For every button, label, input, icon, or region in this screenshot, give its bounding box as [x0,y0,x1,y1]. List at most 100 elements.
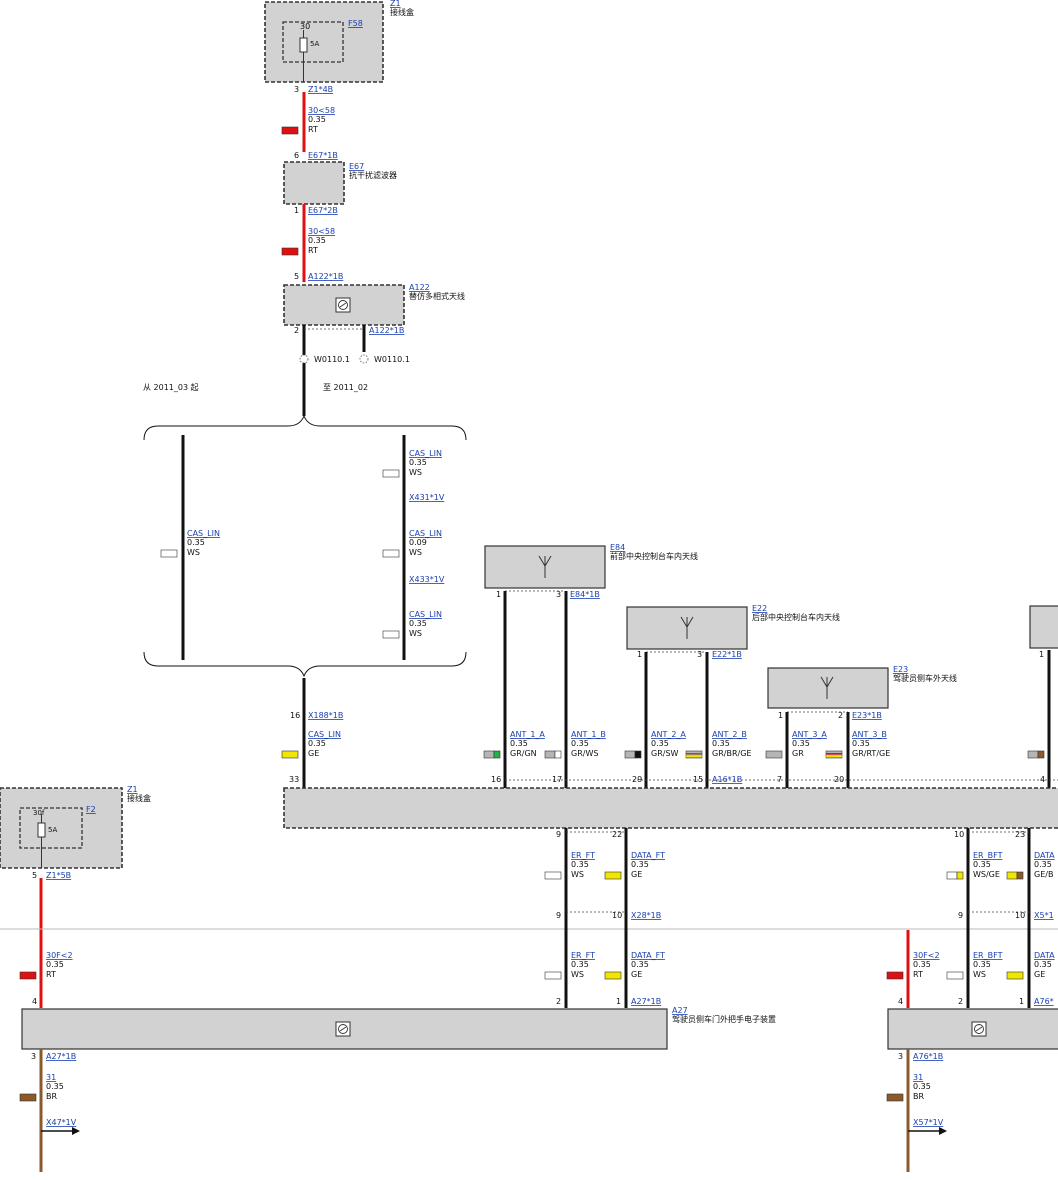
wire-color-swatch [281,126,299,135]
fuse-id-link[interactable]: F2 [86,805,96,814]
connector-link[interactable]: X188*1B [308,711,343,720]
wire-color: RT [46,970,56,979]
connector-link[interactable]: X57*1V [913,1118,944,1127]
connector-link[interactable]: A27*1B [631,997,661,1006]
component-id-link[interactable]: E22 [752,604,767,613]
connector-link[interactable]: E84*1B [570,590,600,599]
connector-link[interactable]: X5*1 [1034,911,1054,920]
wire-signal-link[interactable]: DATA_FT [631,851,665,860]
component-id-link[interactable]: E84 [610,543,625,552]
wire-color: GR/WS [571,749,598,758]
wire-signal-link[interactable]: DATA [1034,851,1055,860]
connector-link[interactable]: E67*2B [308,206,338,215]
component-id-link[interactable]: Z1 [127,785,138,794]
junction-box-z1-bottom: 30f 5A F2 Z1 接线盒 [0,785,151,869]
wire-signal-link[interactable]: 30<58 [308,227,335,236]
fuse-icon [299,37,308,53]
connector-link[interactable]: X28*1B [631,911,661,920]
wire-signal-link[interactable]: 30<58 [308,106,335,115]
wire-gauge: 0.35 [46,960,64,969]
wire-signal-link[interactable]: DATA [1034,951,1055,960]
pin-number: 9 [556,830,561,839]
wire-color-swatch [19,1093,37,1102]
wire-signal-link[interactable]: ANT_2_A [651,730,686,739]
component-id-link[interactable]: A122 [409,283,430,292]
pin-number: 10 [612,911,622,920]
wire-gauge: 0.35 [913,960,931,969]
pin-number: 20 [834,775,844,784]
wire-color: WS [571,870,584,879]
wire-signal-link[interactable]: 30F<2 [46,951,73,960]
module-symbol-icon [335,297,351,313]
component-id-link[interactable]: E67 [349,162,364,171]
component-name: 后部中央控制台车内天线 [752,612,840,622]
connector-link[interactable]: A27*1B [46,1052,76,1061]
antenna-icon [820,676,834,699]
connector-link[interactable]: A122*1B [369,326,404,335]
wire-signal-link[interactable]: ANT_1_B [571,730,606,739]
wire-gauge: 0.35 [1034,860,1052,869]
pin-number: 3 [697,650,702,659]
wire-signal-link[interactable]: ER_FT [571,951,595,960]
wire-signal-link[interactable]: ER_FT [571,851,595,860]
connector-link[interactable]: Z1*5B [46,871,71,880]
wire-signal-link[interactable]: CAS_LIN [409,610,442,619]
wire-signal-link[interactable]: CAS_LIN [409,529,442,538]
pin-number: 15 [693,775,703,784]
wire-signal-link[interactable]: ER_BFT [973,951,1003,960]
wire-signal-link[interactable]: ER_BFT [973,851,1003,860]
pin-number: 9 [958,911,963,920]
wire-signal-link[interactable]: CAS_LIN [187,529,220,538]
component-id-link[interactable]: A27 [672,1006,688,1015]
wire-gauge: 0.35 [571,860,589,869]
module-symbol-icon [971,1021,987,1037]
wire-color: RT [913,970,923,979]
connector-link[interactable]: A76*1B [913,1052,943,1061]
wire-signal-link[interactable]: DATA_FT [631,951,665,960]
wire-signal-link[interactable]: 31 [913,1073,923,1082]
filter-e67: E67 抗干扰滤波器 [283,161,397,205]
wire-30f-right: 30F<2 0.35 RT 4 [886,930,940,1008]
connector-link[interactable]: A122*1B [308,272,343,281]
wire-color-swatch [382,630,400,639]
wire-gauge: 0.35 [308,739,326,748]
connector-link[interactable]: X431*1V [409,493,445,502]
pin-number: 4 [898,997,903,1006]
connector-link[interactable]: A16*1B [712,775,742,784]
wire-signal-link[interactable]: ANT_3_A [792,730,827,739]
component-name: 抗干扰滤波器 [349,170,397,180]
variant-to-label: 至 2011_02 [323,383,368,392]
wire-signal-link[interactable]: 31 [46,1073,56,1082]
connector-link[interactable]: X433*1V [409,575,445,584]
wire-color: WS [187,548,200,557]
wire-signal-link[interactable]: ANT_3_B [852,730,887,739]
component-id-link[interactable]: Z1 [390,0,401,8]
fuse-id-link[interactable]: F58 [348,19,363,28]
wire-signal-link[interactable]: ANT_2_B [712,730,747,739]
connector-link[interactable]: E67*1B [308,151,338,160]
connector-link[interactable]: A76* [1034,997,1054,1006]
wire-color: GR/RT/GE [852,749,890,758]
pin-number: 9 [556,911,561,920]
wire-gauge: 0.35 [571,739,589,748]
wire-gauge: 0.35 [852,739,870,748]
wire-signal-link[interactable]: 30F<2 [913,951,940,960]
connector-link[interactable]: X47*1V [46,1118,77,1127]
component-id-link[interactable]: E23 [893,665,908,674]
wire-color: WS [409,548,422,557]
wire-signal-link[interactable]: CAS_LIN [409,449,442,458]
connector-link[interactable]: Z1*4B [308,85,333,94]
pin-number: 2 [838,711,843,720]
wire-gauge: 0.35 [651,739,669,748]
antenna-partial-right: 1 [1029,605,1058,659]
wire-gauge: 0.35 [308,236,326,245]
wire-signal-link[interactable]: CAS_LIN [308,730,341,739]
connector-link[interactable]: E23*1B [852,711,882,720]
fuse-rating: 5A [48,826,57,834]
wire-cas-lin-left: CAS_LIN 0.35 WS [160,435,220,660]
component-name: 驾驶员侧车门外把手电子装置 [672,1014,776,1024]
connector-link[interactable]: E22*1B [712,650,742,659]
wire-30-58-a: 3 Z1*4B 30<58 0.35 RT 6 E67*1B [281,85,338,160]
wire-signal-link[interactable]: ANT_1_A [510,730,545,739]
component-name: 替仿多相式天线 [409,291,465,301]
